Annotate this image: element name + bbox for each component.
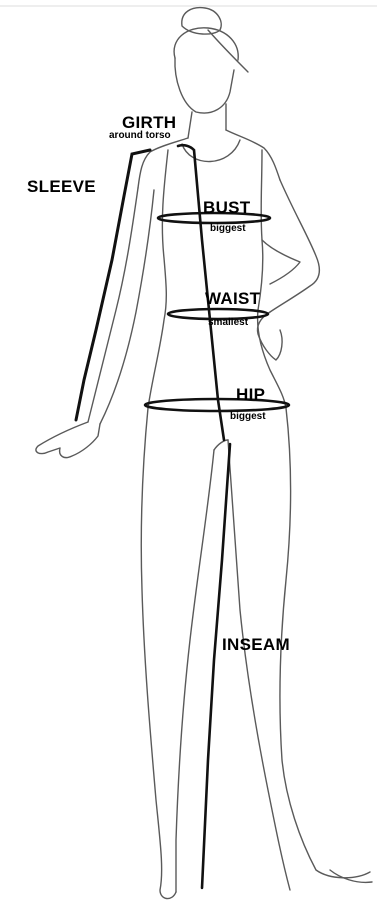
girth-note: around torso — [109, 131, 171, 141]
hip-note: biggest — [230, 412, 266, 422]
hip-label: HIP — [236, 386, 265, 403]
inseam-label: INSEAM — [222, 636, 290, 653]
waist-note: smallest — [208, 318, 248, 328]
bust-label: BUST — [203, 199, 250, 216]
sleeve-label: SLEEVE — [27, 178, 96, 195]
body-sketch — [36, 8, 372, 899]
bust-note: biggest — [210, 224, 246, 234]
girth-label: GIRTH — [122, 114, 176, 131]
measurement-lines — [76, 145, 289, 888]
waist-label: WAIST — [205, 290, 260, 307]
